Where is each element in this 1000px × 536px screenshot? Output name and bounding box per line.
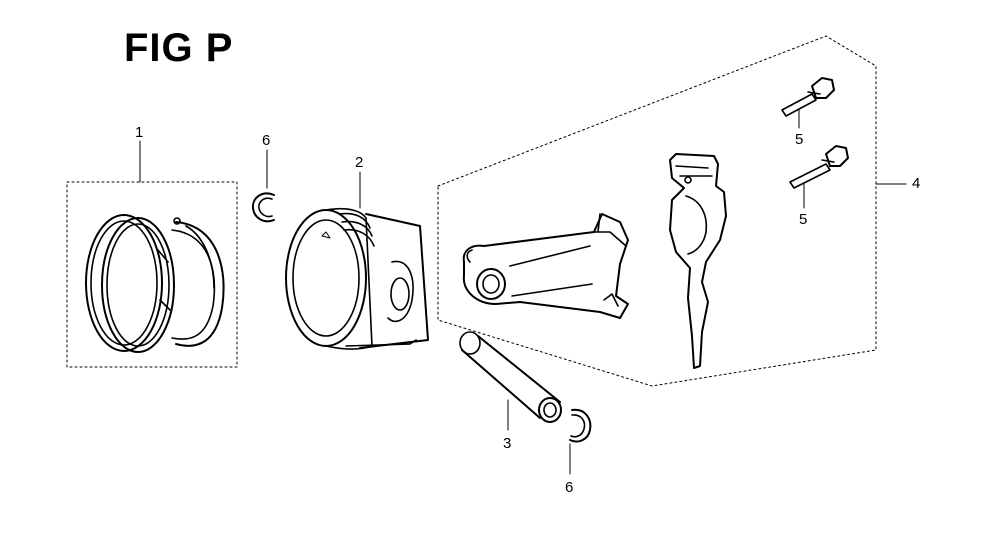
ring-set-dashed-box <box>66 181 238 368</box>
connecting-rod-assembly-box <box>437 35 907 387</box>
piston-ring-set <box>66 140 238 368</box>
callout-4: 4 <box>912 175 921 192</box>
callout-2: 2 <box>355 154 364 171</box>
connecting-rod <box>462 213 629 319</box>
callout-1: 1 <box>135 124 144 141</box>
callout-5-lower: 5 <box>799 211 808 228</box>
piston-pin <box>459 331 562 431</box>
callout-3: 3 <box>503 435 512 452</box>
callout-5-upper: 5 <box>795 131 804 148</box>
rod-bolt-lower <box>789 145 849 209</box>
piston <box>285 171 429 350</box>
callout-6-lower: 6 <box>565 479 574 496</box>
callout-6-upper: 6 <box>262 132 271 149</box>
piston-pin-clip-upper <box>251 149 275 223</box>
rod-bolt-upper <box>781 77 835 129</box>
connecting-rod-cap <box>669 153 727 369</box>
piston-pin-clip-lower <box>569 408 592 475</box>
figure-title: FIG P <box>124 26 234 70</box>
